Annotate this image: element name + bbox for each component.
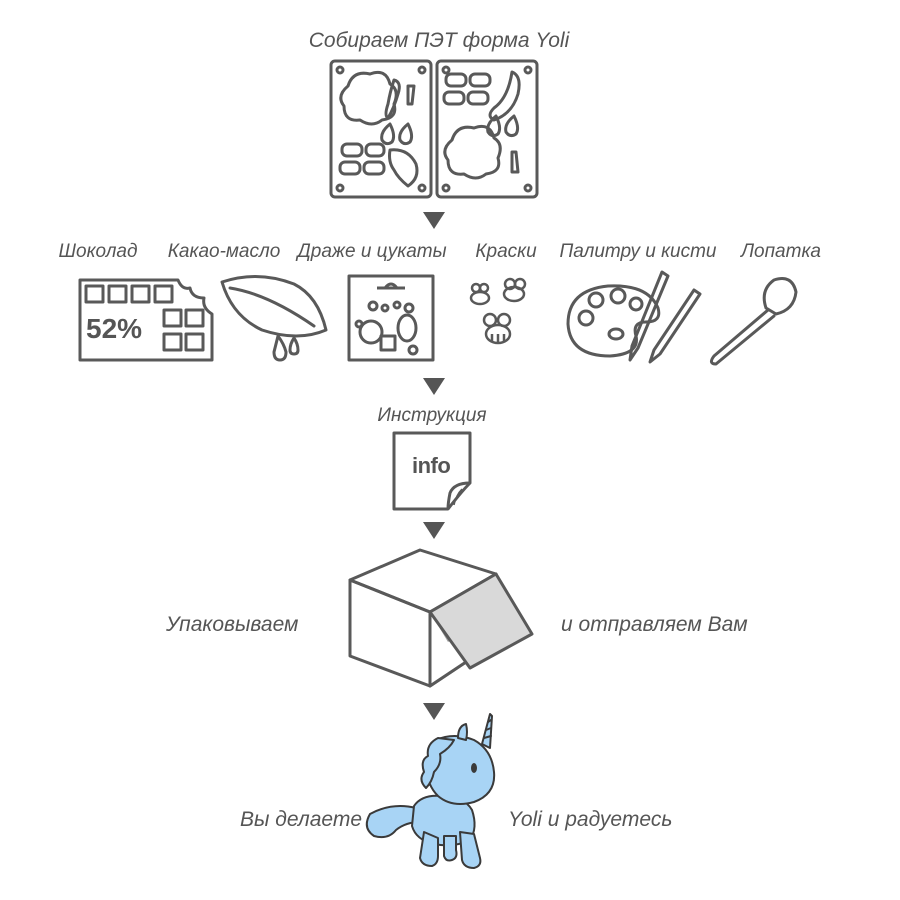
step5-right-text: Yoli и радуетесь	[508, 808, 673, 831]
arrow-down-icon	[423, 378, 445, 395]
chocolate-percent: 52%	[86, 313, 143, 344]
spatula-icon	[709, 277, 798, 366]
label-paints: Краски	[475, 241, 537, 262]
arrow-down-icon	[423, 703, 445, 720]
label-palette: Палитру и кисти	[559, 241, 717, 262]
step3-title: Инструкция	[377, 405, 487, 426]
instruction-sheet-icon	[392, 431, 472, 511]
label-chocolate: Шоколад	[58, 241, 138, 262]
instruction-info-text: info	[412, 453, 451, 478]
step5-left-text: Вы делаете	[240, 808, 363, 831]
arrow-down-icon	[423, 522, 445, 539]
chocolate-bar-icon	[78, 278, 214, 362]
step4-right-text: и отправляем Вам	[561, 613, 748, 636]
label-cocoa-butter: Какао-масло	[167, 241, 281, 262]
label-dragee: Драже и цукаты	[297, 241, 447, 262]
cocoa-bean-icon	[220, 274, 328, 362]
step1-title: Собираем ПЭТ форма Yoli	[308, 29, 570, 52]
candy-pack-icon	[347, 274, 435, 362]
unicorn-icon	[365, 713, 496, 869]
palette-brushes-icon	[566, 270, 702, 364]
arrow-down-icon	[423, 212, 445, 229]
pet-mold-icon	[329, 59, 539, 199]
step4-left-text: Упаковываем	[166, 613, 299, 636]
label-spatula: Лопатка	[741, 241, 821, 262]
bees-paint-icon	[469, 277, 527, 345]
box-icon	[348, 548, 534, 688]
